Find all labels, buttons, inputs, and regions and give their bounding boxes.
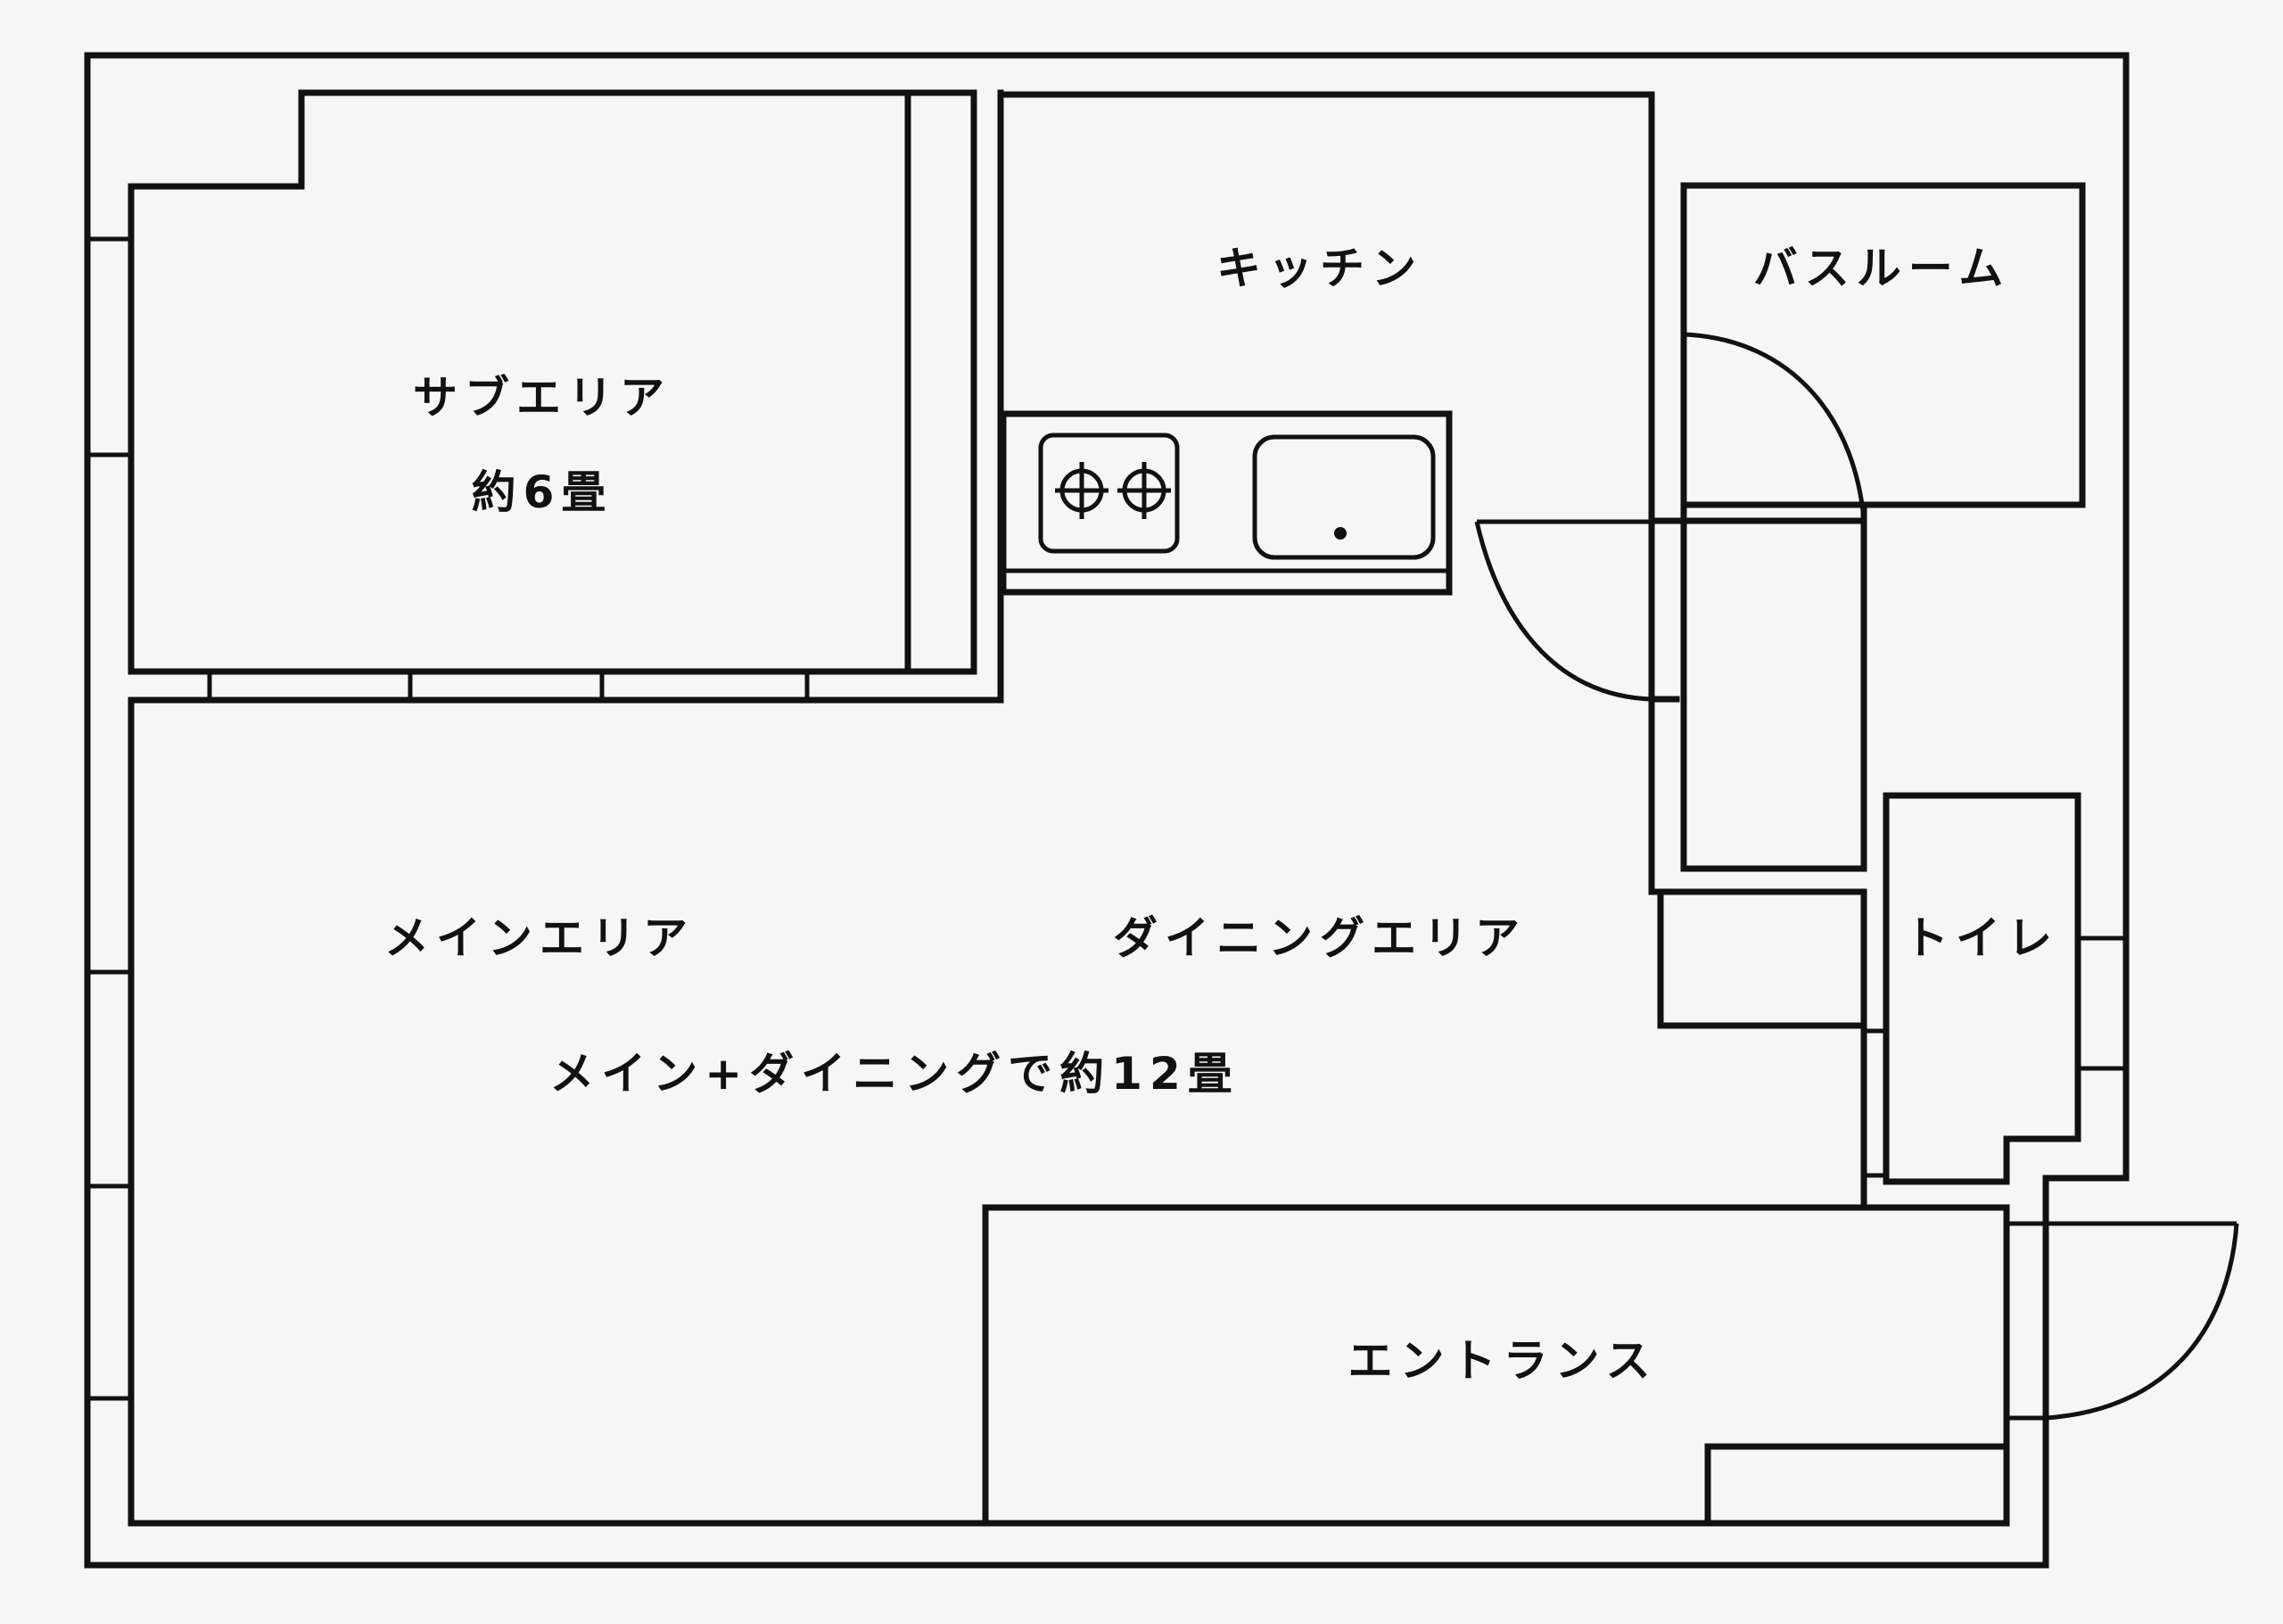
main-area-label: メインエリア (384, 912, 695, 964)
sink-icon (1252, 434, 1436, 560)
outer-wall (84, 52, 2130, 1569)
sub-area-room (84, 89, 1004, 704)
toilet-label: トイレ (1904, 912, 2059, 964)
bathroom-label: バスルーム (1752, 243, 2011, 294)
stove-icon (1038, 433, 1180, 554)
front-door (2007, 1221, 2239, 1421)
kitchen-counter (1000, 410, 1453, 596)
bathroom-room (1680, 182, 2086, 521)
main-area-room (87, 697, 989, 1527)
entrance-room (982, 1204, 2010, 1527)
combined-area-note: メイン+ダイニングで約12畳 (549, 1048, 1240, 1100)
sub-area-size: 約6畳 (471, 466, 614, 518)
sub-area-label: サブエリア (413, 372, 672, 424)
kitchen-door (1474, 519, 1652, 702)
kitchen-label: キッチン (1216, 243, 1423, 294)
washroom-block (1648, 501, 1867, 1211)
dining-area-label: ダイニングエリア (1113, 912, 1527, 964)
toilet-room (1864, 792, 2126, 1185)
entrance-label: エントランス (1348, 1335, 1658, 1387)
